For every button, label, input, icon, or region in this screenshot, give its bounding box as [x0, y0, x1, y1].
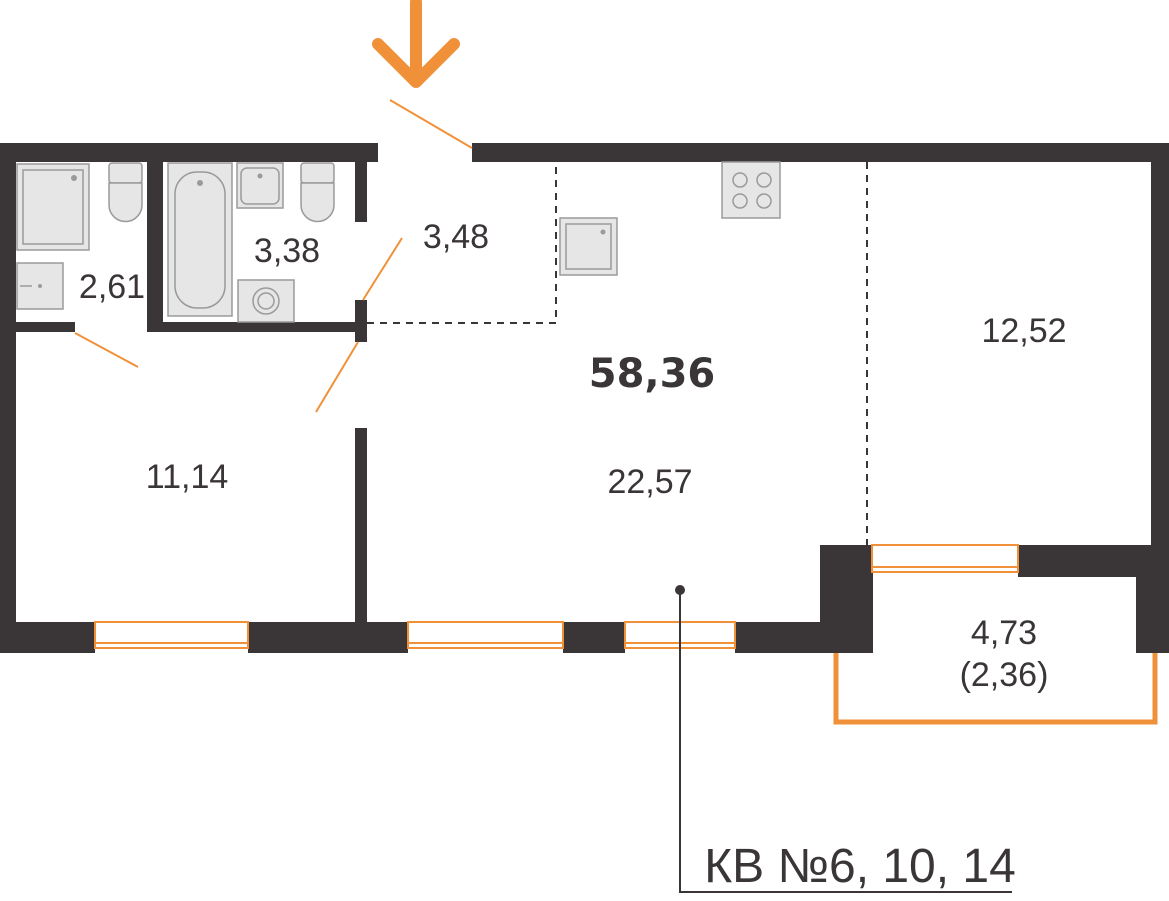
zone-boundaries	[367, 162, 868, 545]
walls	[0, 143, 1169, 653]
washing-machine-icon	[237, 279, 295, 323]
toilet-icon	[300, 162, 335, 223]
sink-icon	[236, 162, 284, 209]
kitchen-living-area: 22,57	[607, 463, 692, 501]
cooktop-icon	[721, 161, 781, 219]
windows	[94, 544, 1019, 649]
kitchen-sink-icon	[559, 217, 618, 276]
bathroom-area: 3,38	[254, 232, 320, 270]
leader-line	[675, 585, 1012, 893]
total-area: 58,36	[589, 351, 716, 397]
toilet-icon	[108, 162, 143, 223]
bedroom-right-area: 12,52	[981, 312, 1066, 350]
shower-room-area: 2,61	[79, 268, 145, 306]
hallway-area: 3,48	[423, 218, 489, 256]
loggia-area: 4,73	[971, 614, 1037, 652]
loggia-outline	[833, 653, 1158, 725]
sink-icon	[16, 262, 64, 310]
loggia-reduced-area: (2,36)	[960, 656, 1049, 694]
door-swings	[74, 99, 473, 413]
entrance-arrow-icon	[372, 0, 460, 88]
bathtub-icon	[167, 162, 233, 317]
shower-tray-icon	[16, 163, 90, 251]
bedroom-left-area: 11,14	[146, 458, 229, 496]
apartment-label: КВ №6, 10, 14	[704, 840, 1016, 893]
